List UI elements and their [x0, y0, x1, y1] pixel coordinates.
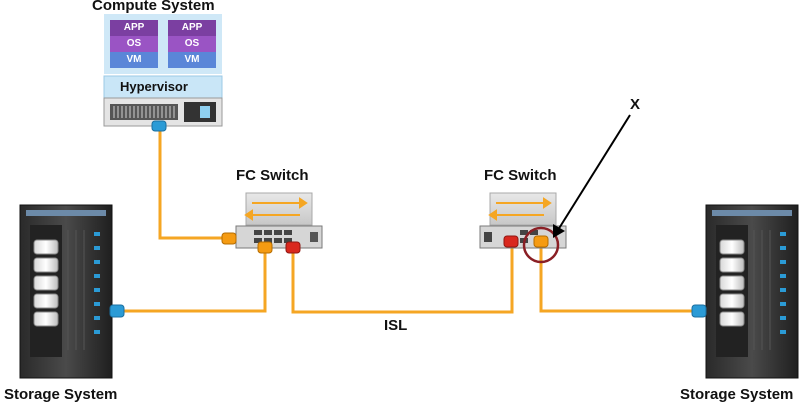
os-layer: OS: [110, 36, 158, 52]
storage-system-left-label: Storage System: [4, 386, 118, 403]
hypervisor-port-icon: [151, 120, 167, 132]
cable-hypervisor-to-switch: [158, 130, 228, 240]
marker-x-label: X: [630, 96, 641, 113]
isl-label: ISL: [384, 317, 408, 334]
fc-switch-left: [221, 192, 323, 254]
marker-circle: [522, 226, 560, 264]
switch-port-icon: [533, 235, 549, 248]
hypervisor-label: Hypervisor: [120, 79, 188, 94]
vm-layer: VM: [110, 52, 158, 68]
storage-system-left: [19, 204, 125, 379]
storage-port-icon: [691, 304, 707, 318]
isl-port-icon: [285, 241, 301, 254]
cable-isl: [291, 245, 514, 314]
storage-system-right: [691, 204, 799, 379]
fc-switch-right: [479, 192, 567, 264]
cable-storage-left-to-switch: [120, 247, 267, 313]
cable-switch-to-storage-right: [539, 247, 697, 313]
pointer-arrow: [553, 114, 631, 238]
vm-stack-2: APP OS VM: [168, 20, 216, 68]
vm-layer: VM: [168, 52, 216, 68]
switch-port-icon: [257, 241, 273, 254]
os-layer: OS: [168, 36, 216, 52]
cables: [120, 130, 697, 314]
compute-system-label: Compute System: [92, 0, 215, 14]
storage-system-right-label: Storage System: [680, 386, 794, 403]
app-layer: APP: [168, 20, 216, 36]
switch-port-icon: [221, 232, 237, 245]
vm-stack-1: APP OS VM: [110, 20, 158, 68]
storage-port-icon: [109, 304, 125, 318]
app-layer: APP: [110, 20, 158, 36]
fc-switch-right-label: FC Switch: [484, 167, 557, 184]
isl-port-icon: [503, 235, 519, 248]
fc-switch-left-label: FC Switch: [236, 167, 309, 184]
